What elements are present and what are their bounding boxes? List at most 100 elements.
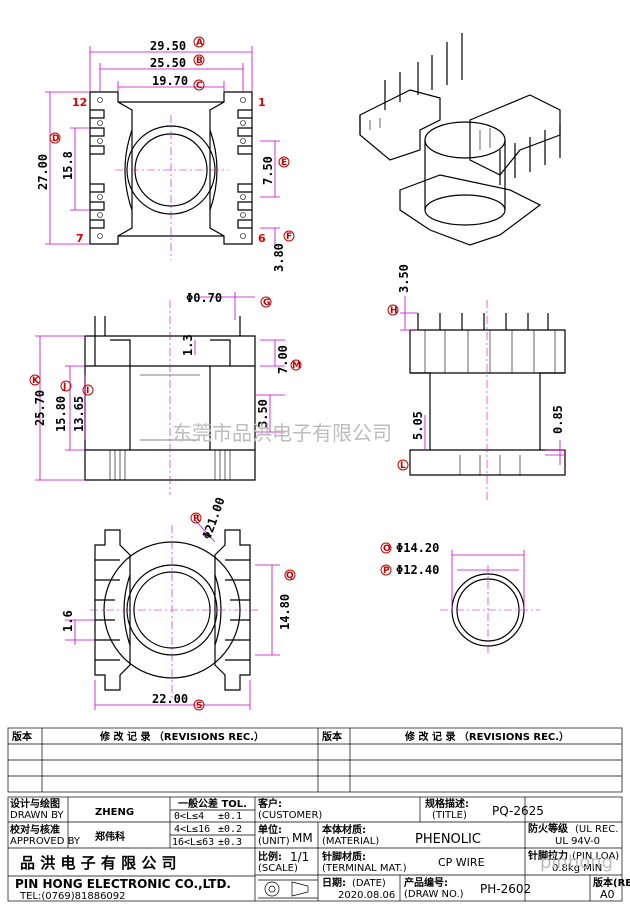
dim-bottom-s: 22.00 — [152, 692, 188, 706]
title-value: PQ-2625 — [492, 804, 544, 818]
dim-top-c: 19.70 — [152, 74, 188, 88]
dim-front-g: Φ0.70 — [186, 291, 222, 305]
dim-side-mid: 5.05 — [411, 411, 425, 440]
date-cn: 日期: — [322, 876, 346, 889]
tol-range-2: 4<L≤16 — [174, 824, 210, 835]
approved-cn: 校对与核准 — [10, 823, 60, 836]
dim-top-inner: 15.8 — [61, 151, 75, 180]
dim-tube-o: Φ14.20 — [396, 541, 439, 555]
drawno-value: PH-2602 — [480, 882, 531, 896]
unit-value: MM — [292, 831, 313, 845]
pull-cn: 针脚拉力 — [528, 849, 568, 862]
svg-text:F: F — [286, 232, 292, 242]
tol-value-2: ±0.2 — [218, 824, 242, 835]
dim-bottom-q: 14.80 — [278, 594, 292, 630]
dim-bottom-left-small: 1.6 — [61, 610, 75, 632]
svg-text:Q: Q — [286, 571, 294, 581]
dim-top-f: 3.80 — [272, 243, 286, 272]
dim-tube-p: Φ12.40 — [396, 563, 439, 577]
rev-col-version: 版本 — [12, 730, 33, 743]
dim-top-e: 7.50 — [261, 156, 275, 185]
company-en: PIN HONG ELECTRONIC CO.,LTD. — [15, 877, 231, 891]
pin-1-label: 1 — [258, 96, 266, 109]
rev-value: A0 — [600, 888, 615, 901]
svg-text:H: H — [390, 306, 398, 316]
customer-cn: 客户: — [257, 797, 282, 810]
watermark-bottom: pinhong — [540, 852, 613, 873]
balloon-a: A — [193, 36, 205, 48]
top-view: 29.50 25.50 19.70 27.00 15.8 7.50 3.80 A… — [36, 36, 295, 272]
dim-side-l: 0.85 — [551, 405, 565, 434]
terminal-en: (TERMINAL MAT.) — [322, 863, 407, 874]
dim-front-m: 7.00 — [276, 345, 290, 374]
material-value: PHENOLIC — [415, 832, 481, 847]
terminal-value: CP WIRE — [438, 856, 485, 869]
company-tel: TEL:(0769)81886092 — [19, 891, 126, 902]
balloon-g: G — [260, 296, 272, 308]
company-cn: 品 洪 电 子 有 限 公 司 — [20, 854, 177, 872]
watermark-text: 东莞市品洪电子有限公司 — [172, 421, 392, 445]
dim-side-h: 3.50 — [397, 264, 411, 293]
side-view: 3.50 5.05 0.85 H L — [387, 264, 566, 500]
front-view: Φ0.70 1.3 7.00 25.70 15.80 13.65 3.50 G … — [29, 291, 302, 495]
svg-text:L: L — [400, 461, 406, 471]
balloon-q: Q — [284, 569, 296, 581]
dim-front-top-small: 1.3 — [181, 334, 195, 356]
balloon-d: D — [49, 132, 61, 144]
balloon-i: I — [82, 384, 94, 396]
balloon-k: K — [29, 374, 41, 386]
date-en: (DATE) — [352, 878, 386, 889]
svg-text:C: C — [196, 81, 203, 91]
terminal-cn: 针脚材质: — [322, 850, 366, 863]
approved-value: 郑伟科 — [95, 830, 125, 843]
pull-en: (PIN LOA) — [572, 851, 619, 862]
dim-bottom-r: Φ21.00 — [200, 495, 228, 541]
svg-text:P: P — [383, 566, 390, 576]
svg-text:J: J — [62, 382, 66, 392]
drawn-by-value: ZHENG — [95, 807, 134, 818]
drawno-cn: 产品编号: — [404, 876, 448, 889]
fire-en: (UL REC. — [575, 824, 618, 835]
rev-col-record-2: 修 改 记 录 （REVISIONS REC.） — [404, 730, 569, 743]
unit-en: (UNIT) — [258, 836, 290, 847]
pin-7-label: 7 — [76, 232, 84, 245]
balloon-r: R — [190, 512, 202, 524]
svg-text:A: A — [196, 38, 203, 48]
svg-text:R: R — [193, 514, 200, 524]
scale-en: (SCALE) — [258, 863, 298, 874]
pin-12-label: 12 — [72, 96, 87, 109]
tolerance-title: 一般公差 TOL. — [178, 797, 247, 810]
svg-text:B: B — [196, 56, 203, 66]
dim-top-b: 25.50 — [150, 56, 186, 70]
balloon-j: J — [60, 380, 72, 392]
projection-symbol-icon — [258, 879, 318, 899]
title-en: (TITLE) — [432, 810, 467, 821]
dim-front-bottom-small: 3.50 — [256, 399, 270, 428]
tol-range-3: 16<L≤63 — [172, 837, 214, 848]
tol-value-1: ±0.1 — [218, 811, 242, 822]
tube-view: Φ14.20 Φ12.40 O P — [380, 541, 540, 655]
approved-en: APPROVED BY — [10, 836, 81, 847]
pin-6-label: 6 — [258, 232, 266, 245]
dim-top-a: 29.50 — [150, 39, 186, 53]
bottom-view: Φ21.00 14.80 1.6 22.00 R Q S — [61, 495, 296, 711]
balloon-o: O — [380, 542, 392, 554]
unit-cn: 单位: — [258, 823, 282, 836]
dim-front-k: 25.70 — [33, 390, 47, 426]
pull-value: 0.8kg MIN — [552, 863, 602, 874]
title-cn: 规格描述: — [425, 797, 469, 810]
svg-text:O: O — [383, 544, 391, 554]
svg-text:S: S — [196, 701, 202, 711]
svg-text:D: D — [52, 134, 59, 144]
fire-cn: 防火等级 — [528, 822, 569, 835]
isometric-view — [359, 33, 561, 246]
balloon-s: S — [193, 699, 205, 711]
balloon-h: H — [387, 304, 399, 316]
material-cn: 本体材质: — [322, 823, 366, 836]
tol-value-3: ±0.3 — [218, 837, 242, 848]
dim-front-i: 13.65 — [72, 396, 86, 432]
svg-text:G: G — [263, 298, 270, 308]
drawn-by-en: DRAWN BY — [10, 810, 64, 821]
drawn-by-cn: 设计与绘图 — [10, 797, 60, 810]
svg-text:M: M — [292, 361, 301, 371]
